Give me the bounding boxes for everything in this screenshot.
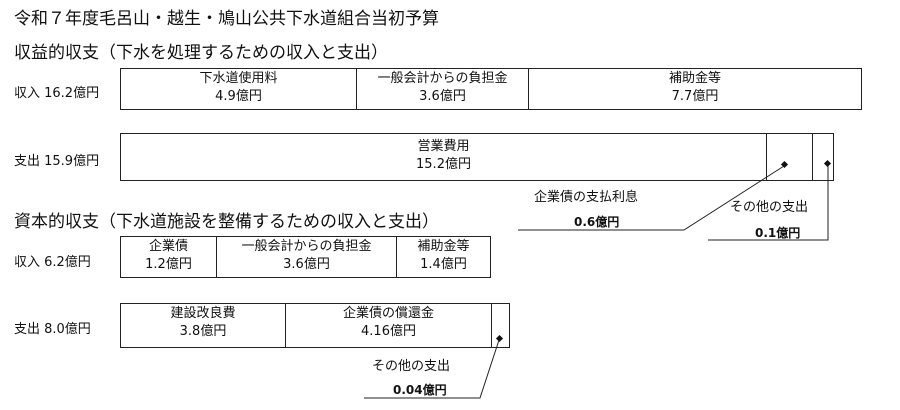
- segment-amount: 4.16億円: [361, 324, 416, 339]
- capital-section-heading: 資本的収支（下水道施設を整備するための収入と支出）: [14, 212, 439, 232]
- segment-amount: 3.6億円: [419, 89, 466, 104]
- other-callout-name: その他の支出: [730, 200, 809, 215]
- capital-expense-label: 支出 8.0億円: [14, 322, 91, 337]
- interest-callout-name: 企業債の支払利息: [534, 190, 639, 205]
- capital-income-bar: 企業債 1.2億円 一般会計からの負担金 3.6億円 補助金等 1.4億円: [120, 236, 491, 278]
- capital-income-label: 収入 6.2億円: [14, 255, 91, 270]
- segment-name: 営業費用: [417, 139, 470, 154]
- capital-income-segment: 一般会計からの負担金 3.6億円: [217, 237, 397, 277]
- capital-income-segment: 企業債 1.2億円: [121, 237, 217, 277]
- segment-amount: 3.8億円: [179, 324, 227, 339]
- segment-name: 企業債: [148, 239, 188, 254]
- revenue-income-segment: 下水道使用料 4.9億円: [121, 69, 357, 109]
- segment-name: 一般会計からの負担金: [377, 71, 508, 86]
- capital-other-leader-line: [364, 339, 500, 399]
- capital-other-callout-amount: 0.04億円: [393, 383, 447, 397]
- revenue-expense-bar: 営業費用 15.2億円: [120, 133, 834, 181]
- revenue-expense-segment: 営業費用 15.2億円: [121, 134, 767, 180]
- interest-leader-line: [518, 165, 785, 231]
- capital-expense-segment: 建設改良費 3.8億円: [121, 304, 286, 347]
- capital-other-callout-name: その他の支出: [372, 359, 451, 374]
- revenue-income-bar: 下水道使用料 4.9億円 一般会計からの負担金 3.6億円 補助金等 7.7億円: [120, 68, 862, 110]
- other-leader-line: [708, 166, 829, 241]
- segment-amount: 7.7億円: [671, 89, 719, 104]
- page-title: 令和７年度毛呂山・越生・鳩山公共下水道組合当初予算: [14, 9, 439, 29]
- segment-name: 建設改良費: [170, 306, 236, 321]
- capital-income-segment: 補助金等 1.4億円: [397, 237, 490, 277]
- other-callout-amount: 0.1億円: [755, 226, 801, 240]
- segment-name: 企業債の償還金: [342, 306, 434, 321]
- segment-name: 一般会計からの負担金: [241, 239, 372, 254]
- revenue-section-heading: 収益的収支（下水を処理するための収入と支出）: [14, 43, 388, 63]
- segment-name: 補助金等: [668, 71, 721, 86]
- capital-expense-bar: 建設改良費 3.8億円 企業債の償還金 4.16億円: [120, 303, 510, 348]
- segment-name: 下水道使用料: [199, 71, 278, 86]
- segment-amount: 1.2億円: [145, 257, 192, 272]
- interest-callout-amount: 0.6億円: [574, 215, 620, 229]
- segment-amount: 1.4億円: [420, 257, 467, 272]
- segment-amount: 4.9億円: [215, 89, 262, 104]
- segment-name: 補助金等: [417, 239, 470, 254]
- segment-amount: 3.6億円: [283, 257, 330, 272]
- revenue-income-segment: 補助金等 7.7億円: [529, 69, 861, 109]
- revenue-income-label: 収入 16.2億円: [14, 86, 100, 101]
- revenue-income-segment: 一般会計からの負担金 3.6億円: [357, 69, 529, 109]
- capital-expense-segment: 企業債の償還金 4.16億円: [286, 304, 492, 347]
- segment-amount: 15.2億円: [416, 157, 471, 172]
- revenue-expense-label: 支出 15.9億円: [14, 154, 100, 169]
- revenue-expense-interest-segment: [767, 134, 813, 180]
